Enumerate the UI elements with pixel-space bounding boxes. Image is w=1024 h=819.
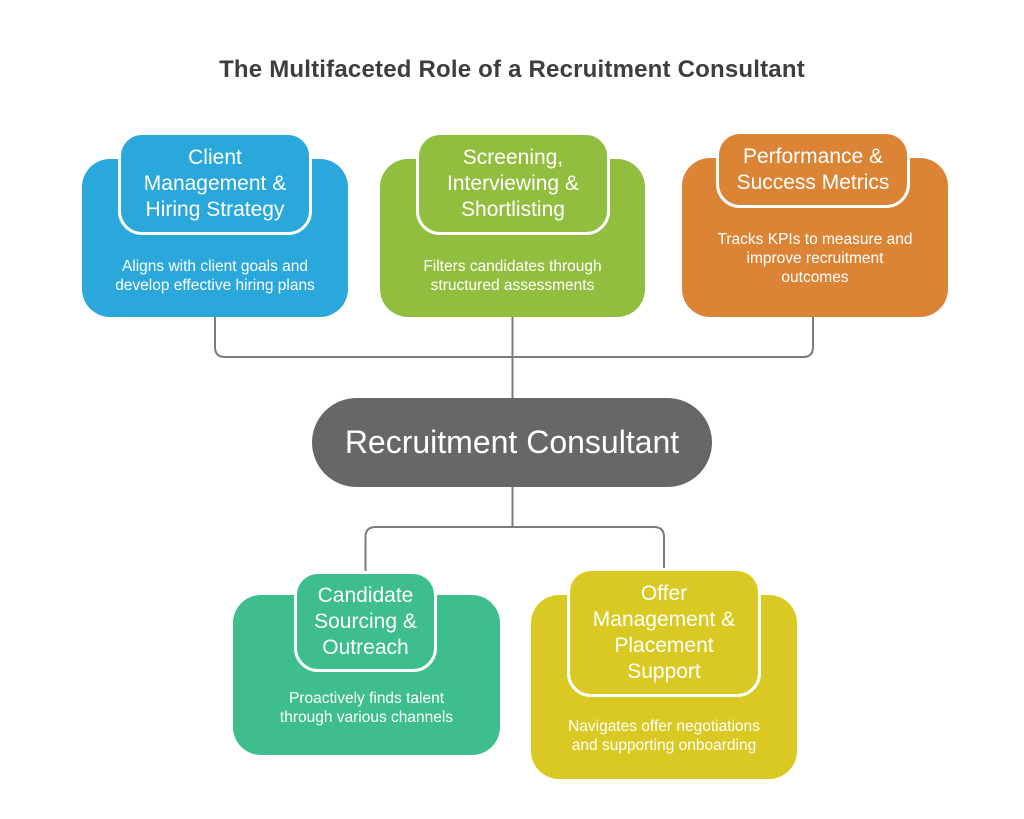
node-header-candidate-sourcing: Candidate Sourcing & Outreach bbox=[294, 571, 437, 672]
connector-group bbox=[214, 317, 814, 571]
connector-top-rail bbox=[214, 317, 814, 358]
node-title-client-management: Client Management & Hiring Strategy bbox=[143, 145, 287, 221]
node-description-performance-metrics: Tracks KPIs to measure and improve recru… bbox=[717, 231, 913, 286]
node-description-screening: Filters candidates through structured as… bbox=[423, 258, 602, 294]
node-description-offer-management: Navigates offer negotiations and support… bbox=[568, 718, 760, 754]
page-title: The Multifaceted Role of a Recruitment C… bbox=[219, 56, 805, 83]
central-node-label: Recruitment Consultant bbox=[344, 424, 680, 460]
central-node-recruitment-consultant: Recruitment Consultant bbox=[312, 398, 712, 487]
node-title-candidate-sourcing: Candidate Sourcing & Outreach bbox=[314, 583, 417, 659]
node-description-candidate-sourcing: Proactively finds talent through various… bbox=[279, 690, 454, 726]
node-title-offer-management: Offer Management & Placement Support bbox=[592, 581, 736, 683]
node-header-offer-management: Offer Management & Placement Support bbox=[567, 568, 761, 697]
node-title-performance-metrics: Performance & Success Metrics bbox=[736, 144, 890, 194]
node-header-client-management: Client Management & Hiring Strategy bbox=[118, 132, 312, 235]
node-description-client-management: Aligns with client goals and develop eff… bbox=[115, 258, 315, 294]
node-header-performance-metrics: Performance & Success Metrics bbox=[716, 131, 910, 208]
connector-bottom-rail bbox=[364, 526, 665, 571]
node-header-screening: Screening, Interviewing & Shortlisting bbox=[416, 132, 610, 235]
node-title-screening: Screening, Interviewing & Shortlisting bbox=[447, 145, 579, 221]
